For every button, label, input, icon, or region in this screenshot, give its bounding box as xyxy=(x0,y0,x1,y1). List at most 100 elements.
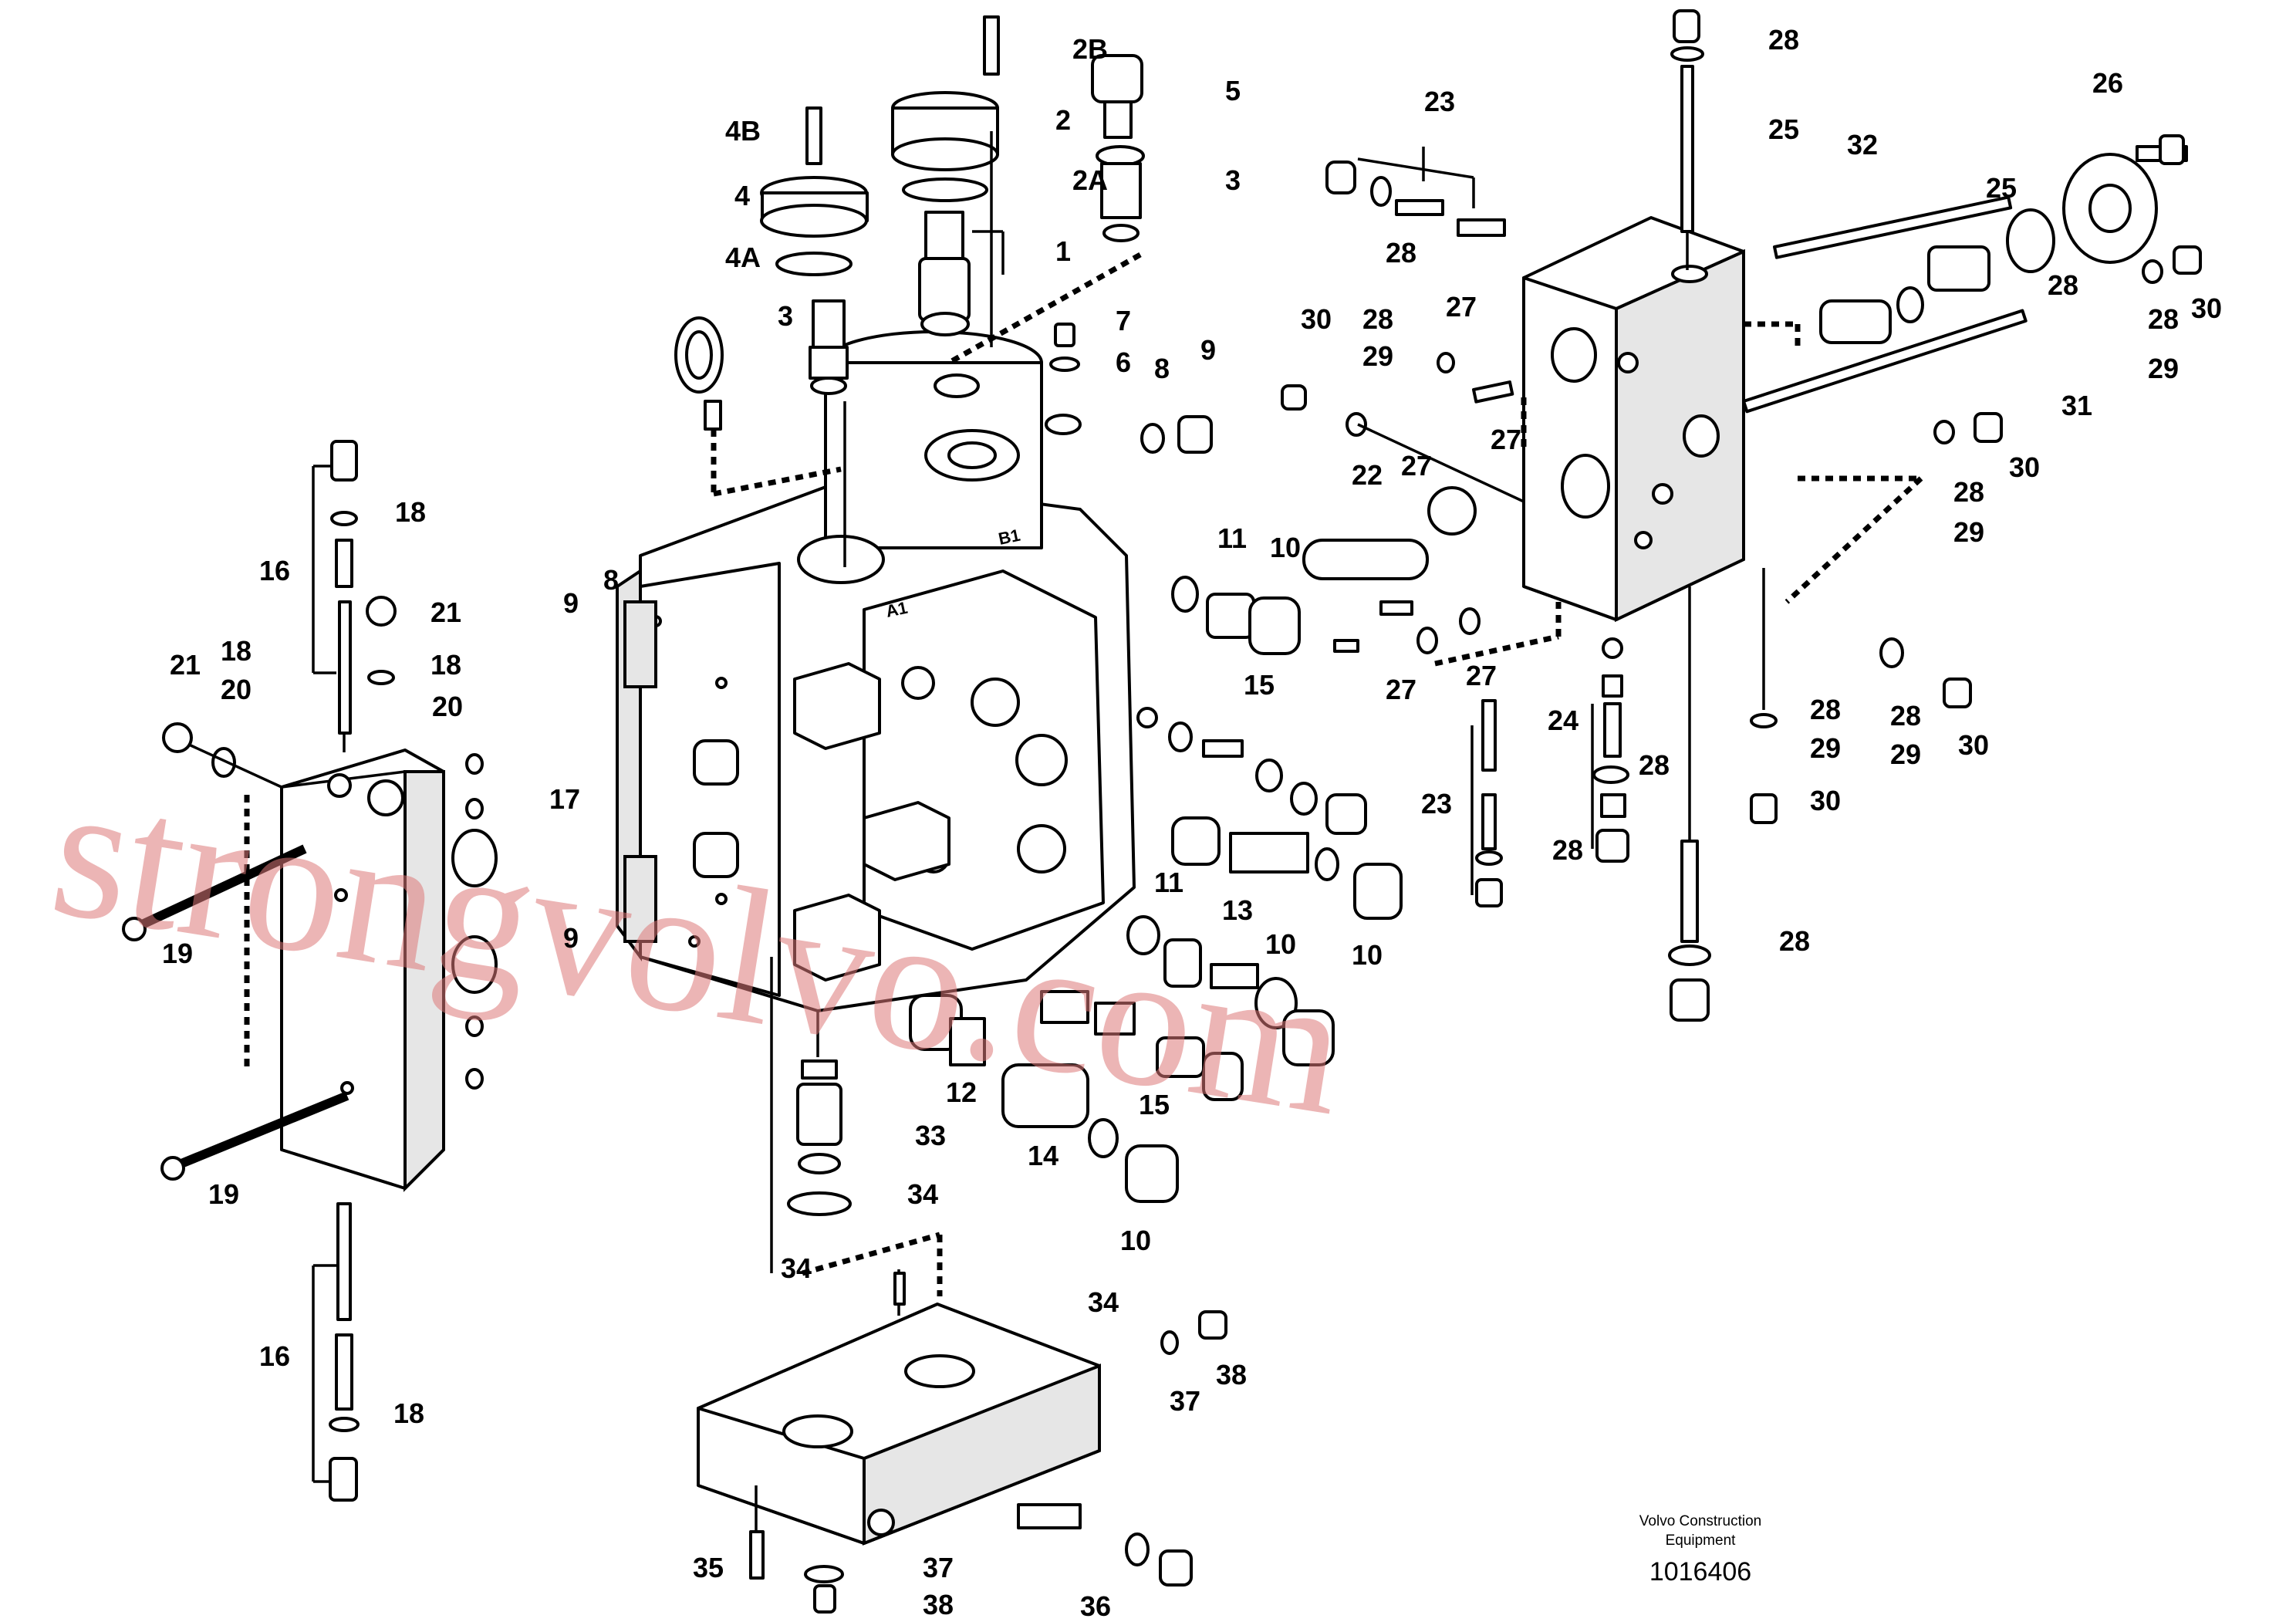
callout-label: 19 xyxy=(208,1178,239,1210)
callout-label: 12 xyxy=(946,1076,977,1108)
callout-label: 38 xyxy=(923,1589,954,1620)
port-mark-a1: A1 xyxy=(884,598,910,621)
callout-label: 27 xyxy=(1466,660,1497,691)
callout-label: 32 xyxy=(1847,129,1878,161)
right-bottom-screw xyxy=(1668,568,1778,1022)
callout-label: 34 xyxy=(1088,1286,1119,1318)
top-cap-stack xyxy=(891,15,1004,347)
callout-label: 18 xyxy=(221,635,252,667)
callout-label: 15 xyxy=(1244,669,1275,701)
callout-label: 10 xyxy=(1352,939,1383,971)
left-bottom-spool-stack xyxy=(312,1202,360,1502)
callout-label: 4A xyxy=(725,242,761,273)
callout-label: 20 xyxy=(432,691,463,722)
left-valve-block xyxy=(244,748,498,1192)
port-mark-b1: B1 xyxy=(997,525,1022,549)
callout-label: 2 xyxy=(1055,104,1071,136)
callout-label: 34 xyxy=(907,1178,938,1210)
callout-label: 30 xyxy=(2009,451,2040,483)
callout-label: 29 xyxy=(1362,340,1393,372)
callout-label: 13 xyxy=(1222,894,1253,926)
top-left-cap-stack xyxy=(760,106,869,567)
callout-label: 37 xyxy=(1170,1385,1200,1417)
callout-label: 10 xyxy=(1265,928,1296,960)
right-block-left-parts xyxy=(1281,352,1562,667)
callout-label: 29 xyxy=(1810,732,1841,764)
callout-label: 21 xyxy=(430,596,461,628)
callout-label: 34 xyxy=(781,1252,812,1284)
right-valve-block xyxy=(1522,216,1923,623)
credit-line-2: Equipment xyxy=(1666,1532,1737,1549)
callout-label: 11 xyxy=(1154,867,1183,898)
callout-label: 20 xyxy=(221,674,252,705)
callout-label: 33 xyxy=(915,1120,946,1151)
callout-label: 18 xyxy=(430,649,461,681)
credit-line-1: Volvo Construction xyxy=(1639,1513,1761,1529)
callout-label: 23 xyxy=(1421,788,1452,819)
callout-label: 25 xyxy=(1768,113,1799,145)
callout-label: 7 xyxy=(1116,305,1131,336)
top-right-cap-stack xyxy=(947,54,1213,454)
callout-label: 30 xyxy=(1810,785,1841,816)
callout-label: 26 xyxy=(2092,67,2123,99)
callout-label: 25 xyxy=(1986,172,2017,204)
callout-label: 18 xyxy=(395,496,426,528)
callout-label: 28 xyxy=(2148,303,2179,335)
callout-label: 11 xyxy=(1217,522,1247,554)
left-top-spool-stack xyxy=(162,440,397,789)
callout-label: 4B xyxy=(725,115,761,147)
callout-label: 17 xyxy=(549,783,580,815)
callout-label: 30 xyxy=(1301,303,1332,335)
callout-label: 29 xyxy=(2148,353,2179,384)
callout-label: 24 xyxy=(1548,705,1578,736)
callout-label: 9 xyxy=(1200,334,1216,366)
callout-label: 9 xyxy=(563,922,579,954)
right-lower-pins xyxy=(1470,637,1629,907)
callout-label: 3 xyxy=(1225,164,1241,196)
callout-label: 10 xyxy=(1120,1225,1151,1256)
callout-label: 18 xyxy=(393,1397,424,1429)
lower-guides xyxy=(802,1011,943,1296)
callout-label: 28 xyxy=(2048,269,2078,301)
callout-label: 30 xyxy=(2191,292,2222,324)
callout-label: 16 xyxy=(259,555,290,586)
callout-label: 23 xyxy=(1424,86,1455,117)
callout-label: 27 xyxy=(1401,450,1432,482)
callout-label: 19 xyxy=(162,938,193,969)
right-top-screw xyxy=(1670,9,1704,270)
eye-bolt xyxy=(674,316,842,497)
callout-label: 27 xyxy=(1446,291,1477,323)
callout-label: 37 xyxy=(923,1552,954,1583)
callout-label: 28 xyxy=(1890,700,1921,732)
callout-label: 27 xyxy=(1386,674,1416,705)
callout-label: 4 xyxy=(734,180,750,211)
left-bolts xyxy=(122,844,349,1181)
callout-label: 1 xyxy=(1055,235,1071,267)
callout-label: 28 xyxy=(1779,925,1810,957)
main-control-valve: A1 B1 xyxy=(616,330,1136,1012)
callout-label: 31 xyxy=(2061,390,2092,421)
callout-label: 28 xyxy=(1953,476,1984,508)
callout-label: 10 xyxy=(1270,532,1301,563)
callout-label: 2B xyxy=(1072,33,1108,65)
callout-label: 8 xyxy=(603,564,619,596)
callout-label: 28 xyxy=(1552,834,1583,866)
callout-label: 28 xyxy=(1362,303,1393,335)
callout-label: 2A xyxy=(1072,164,1108,196)
callout-label: 35 xyxy=(693,1552,724,1583)
right-side-plugs xyxy=(1742,134,2202,708)
callout-label: 6 xyxy=(1116,346,1131,378)
callout-label: 28 xyxy=(1810,694,1841,725)
callout-label: 22 xyxy=(1352,459,1383,491)
callout-label: 8 xyxy=(1154,353,1170,384)
valve-cartridges xyxy=(770,576,1403,1273)
callout-label: 14 xyxy=(1028,1140,1059,1171)
callout-label: 21 xyxy=(170,649,201,681)
callout-label: 15 xyxy=(1139,1089,1170,1120)
callout-label: 29 xyxy=(1953,516,1984,548)
callout-label: 29 xyxy=(1890,738,1921,770)
callout-label: 3 xyxy=(778,300,793,332)
drawing-number: 1016406 xyxy=(1649,1557,1751,1587)
